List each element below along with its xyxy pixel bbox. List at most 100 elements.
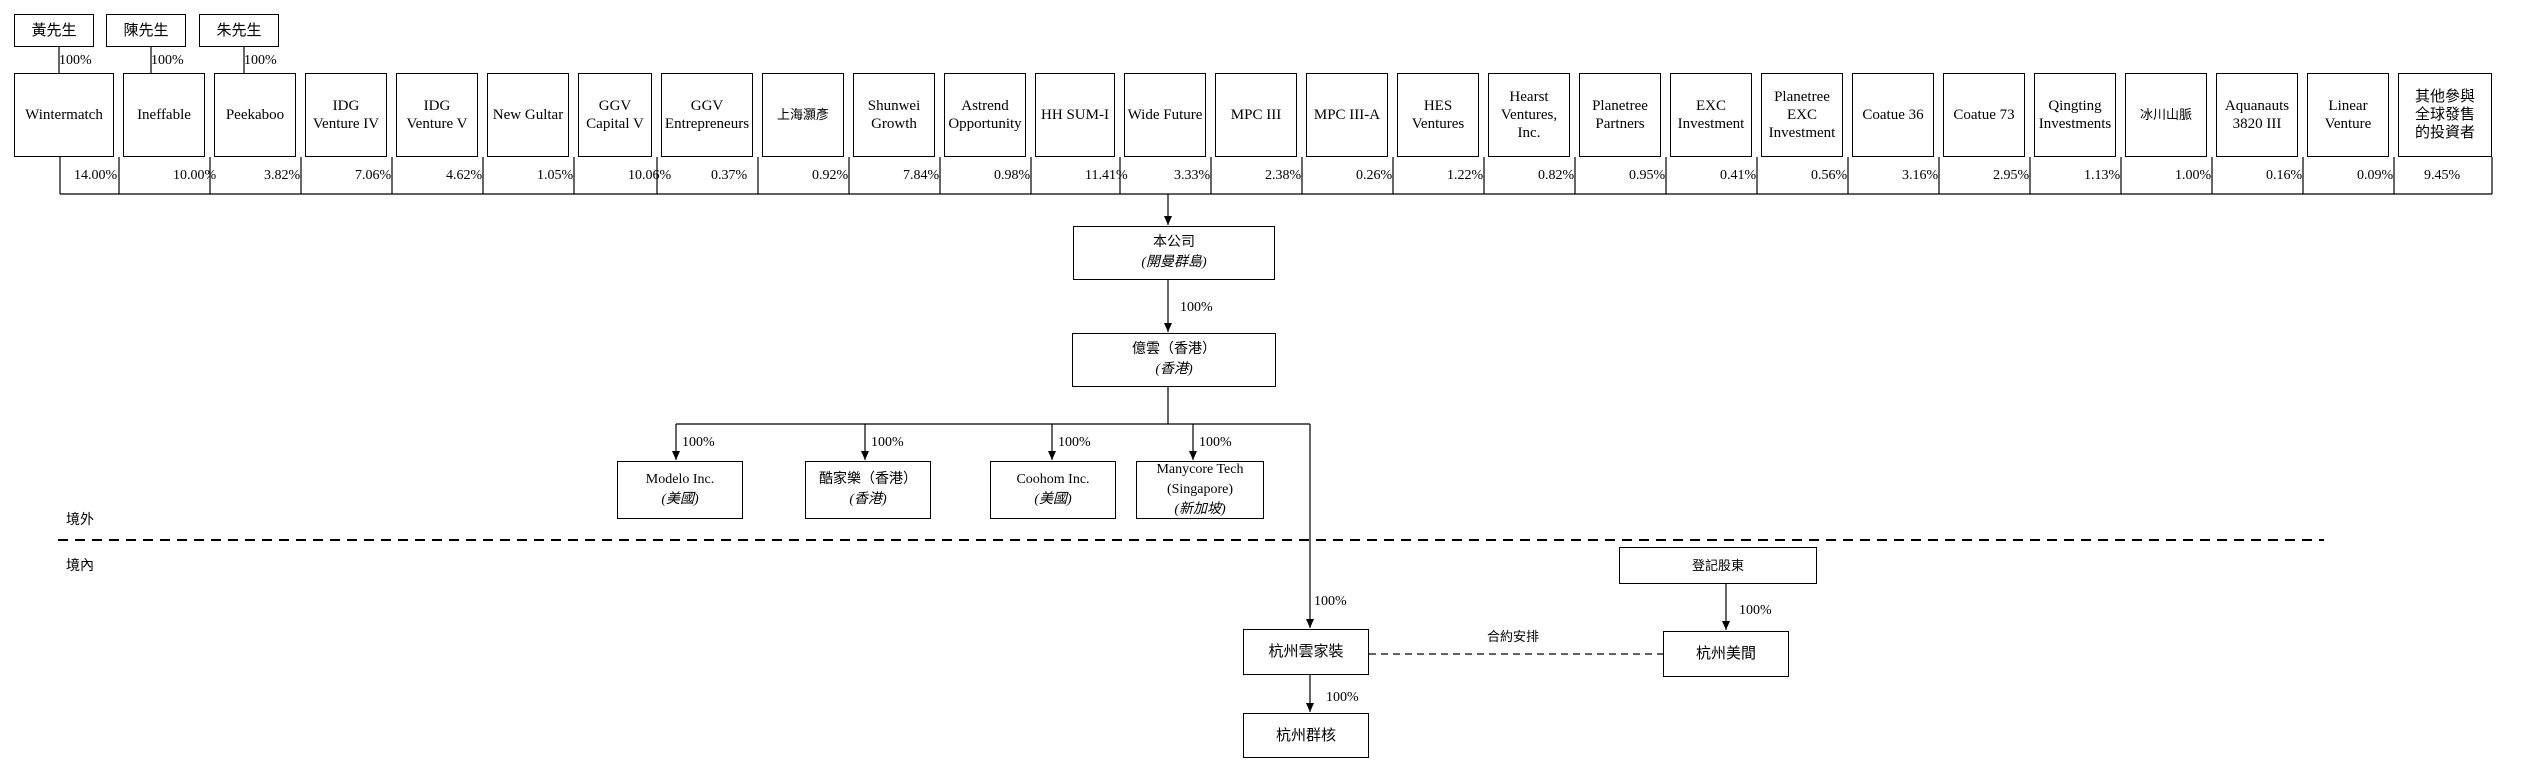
subsidiary-pct-label: 100% <box>1199 435 1232 450</box>
subsidiary-box: 酷家樂（香港） (香港) <box>805 461 931 519</box>
subsidiary-box: Modelo Inc. (美國) <box>617 461 743 519</box>
shareholder-pct-label: 0.92% <box>812 168 849 183</box>
contractual-arrangements-label: 合約安排 <box>1487 629 1540 644</box>
shareholder-box: Shunwei Growth <box>853 73 935 157</box>
subsidiary-box-jurisdiction: (新加坡) <box>1174 502 1226 517</box>
subsidiary-arrow <box>861 451 869 460</box>
subsidiary-box-name: Coohom Inc. <box>1016 472 1090 487</box>
shareholder-pct-label: 3.82% <box>264 168 301 183</box>
opco-pct-label: 100% <box>1739 603 1772 618</box>
shareholder-pct-label: 11.41% <box>1085 168 1128 183</box>
shareholder-box: Linear Venture <box>2307 73 2389 157</box>
subsidiary-box-text: 酷家樂（香港） (香港) <box>819 470 917 510</box>
shareholder-box: 其他參與 全球發售 的投資者 <box>2398 73 2492 157</box>
subsidiary-pct-label: 100% <box>1058 435 1091 450</box>
hk-box-jurisdiction: (香港) <box>1155 362 1193 377</box>
subsidiary-arrow <box>1189 451 1197 460</box>
subsidiary-box-name: Modelo Inc. <box>645 472 715 487</box>
registered-to-opco-arrow <box>1722 621 1730 630</box>
shareholder-pct-label: 0.95% <box>1629 168 1666 183</box>
shareholder-pct-label: 1.05% <box>537 168 574 183</box>
shareholder-pct-label: 2.38% <box>1265 168 1302 183</box>
owner-box: 朱先生 <box>199 14 279 47</box>
subsidiary-box-text: Manycore Tech (Singapore) (新加坡) <box>1156 460 1243 520</box>
subsidiary-box-jurisdiction: (香港) <box>849 492 887 507</box>
shareholder-pct-label: 1.22% <box>1447 168 1484 183</box>
shareholder-pct-label: 0.98% <box>994 168 1031 183</box>
shareholder-pct-label: 10.06% <box>628 168 672 183</box>
company-to-hk-pct: 100% <box>1180 300 1213 315</box>
subsidiary-pct-label: 100% <box>871 435 904 450</box>
hk-box-text: 億雲（香港） (香港) <box>1132 340 1216 380</box>
subsidiary-pct-label: 100% <box>682 435 715 450</box>
shareholder-box: EXC Investment <box>1670 73 1752 157</box>
shareholder-box: MPC III-A <box>1306 73 1388 157</box>
subsidiary-box-text: Modelo Inc. (美國) <box>646 470 714 510</box>
shareholder-pct-label: 1.13% <box>2084 168 2121 183</box>
shareholder-box: Coatue 73 <box>1943 73 2025 157</box>
company-box-text: 本公司 (開曼群島) <box>1141 233 1206 273</box>
company-to-hk-arrow <box>1164 323 1172 332</box>
subsidiary-box: Manycore Tech (Singapore) (新加坡) <box>1136 461 1264 519</box>
shareholder-box: Planetree Partners <box>1579 73 1661 157</box>
owner-box: 黃先生 <box>14 14 94 47</box>
shareholder-box: IDG Venture IV <box>305 73 387 157</box>
shareholder-box: New Gultar <box>487 73 569 157</box>
shareholder-pct-label: 0.41% <box>1720 168 1757 183</box>
subsidiary-box-text: Coohom Inc. (美國) <box>1016 470 1089 510</box>
subsidiary-box-name: 酷家樂（香港） <box>819 472 917 487</box>
subsidiary-arrow <box>672 451 680 460</box>
hk-box: 億雲（香港） (香港) <box>1072 333 1276 387</box>
owner-pct-label: 100% <box>244 53 277 68</box>
shareholder-pct-label: 0.82% <box>1538 168 1575 183</box>
shareholder-box: Wide Future <box>1124 73 1206 157</box>
shareholder-pct-label: 3.16% <box>1902 168 1939 183</box>
subsidiary-box: Coohom Inc. (美國) <box>990 461 1116 519</box>
hk-to-wfoe-arrow <box>1306 619 1314 628</box>
to-company-arrow <box>1164 216 1172 225</box>
shareholder-box: Hearst Ventures, Inc. <box>1488 73 1570 157</box>
shareholder-box: GGV Entrepreneurs <box>661 73 753 157</box>
shareholder-box: Peekaboo <box>214 73 296 157</box>
shareholder-pct-label: 10.00% <box>173 168 217 183</box>
wfoe-to-sub-arrow <box>1306 703 1314 712</box>
owner-pct-label: 100% <box>59 53 92 68</box>
shareholder-pct-label: 7.06% <box>355 168 392 183</box>
subsidiary-box-name: Manycore Tech (Singapore) <box>1156 462 1244 497</box>
shareholder-pct-label: 0.56% <box>1811 168 1848 183</box>
company-box-jurisdiction: (開曼群島) <box>1141 255 1207 270</box>
subsidiary-box-jurisdiction: (美國) <box>1034 492 1072 507</box>
wfoe-pct-label: 100% <box>1314 594 1347 609</box>
shareholder-box: Coatue 36 <box>1852 73 1934 157</box>
shareholder-box: MPC III <box>1215 73 1297 157</box>
shareholder-pct-label: 14.00% <box>74 168 118 183</box>
offshore-label: 境外 <box>66 513 94 528</box>
opco-box: 杭州美間 <box>1663 631 1789 677</box>
shareholder-pct-label: 4.62% <box>446 168 483 183</box>
shareholder-pct-label: 3.33% <box>1174 168 1211 183</box>
shareholder-pct-label: 0.09% <box>2357 168 2394 183</box>
company-box-name: 本公司 <box>1152 235 1195 250</box>
shareholder-pct-label: 7.84% <box>903 168 940 183</box>
shareholder-box: Astrend Opportunity <box>944 73 1026 157</box>
shareholder-pct-label: 1.00% <box>2175 168 2212 183</box>
shareholder-pct-label: 0.16% <box>2266 168 2303 183</box>
shareholder-pct-label: 0.37% <box>711 168 748 183</box>
shareholder-box: HH SUM-I <box>1035 73 1115 157</box>
subsidiary-box-jurisdiction: (美國) <box>661 492 699 507</box>
owner-pct-label: 100% <box>151 53 184 68</box>
shareholder-box: HES Ventures <box>1397 73 1479 157</box>
hk-box-name: 億雲（香港） <box>1132 342 1216 357</box>
shareholder-pct-label: 0.26% <box>1356 168 1393 183</box>
shareholder-box: Ineffable <box>123 73 205 157</box>
shareholder-box: Wintermatch <box>14 73 114 157</box>
onshore-label: 境內 <box>66 559 94 574</box>
subsidiary-arrow <box>1048 451 1056 460</box>
wfoe-sub-pct-label: 100% <box>1326 690 1359 705</box>
wfoe-box: 杭州雲家裝 <box>1243 629 1369 675</box>
shareholder-box: Qingting Investments <box>2034 73 2116 157</box>
shareholder-box: 冰川山脈 <box>2125 73 2207 157</box>
shareholder-box: Planetree EXC Investment <box>1761 73 1843 157</box>
